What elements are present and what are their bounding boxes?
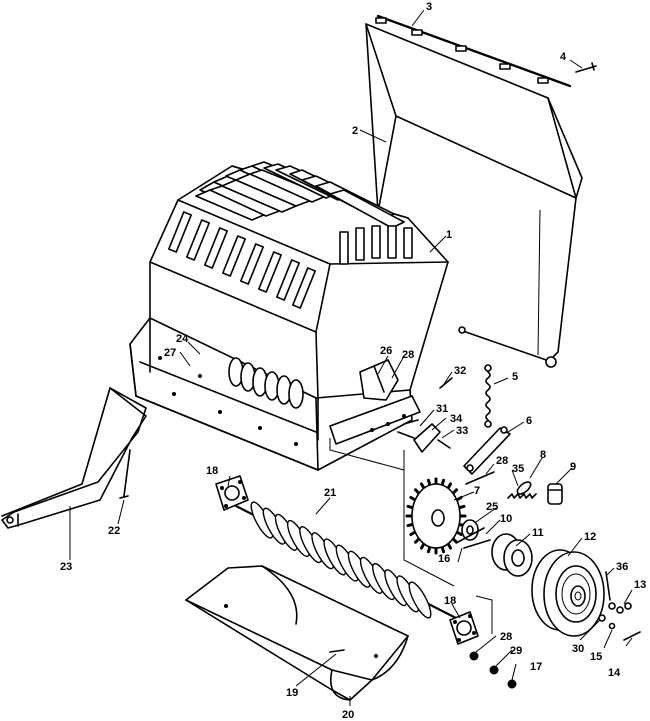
part-8-spring xyxy=(507,481,537,499)
callout-10: 10 xyxy=(500,513,512,525)
part-5-spring xyxy=(484,364,492,428)
callout-18-upper: 18 xyxy=(206,465,218,477)
callout-11: 11 xyxy=(532,527,544,539)
callout-12: 12 xyxy=(584,531,596,543)
part-12-wheel xyxy=(531,549,605,637)
callout-15: 15 xyxy=(590,651,602,663)
callout-28-bottom: 28 xyxy=(500,631,512,643)
callout-28-middle: 28 xyxy=(496,455,508,467)
callout-19: 19 xyxy=(286,687,298,699)
part-31-34-bracket xyxy=(397,419,451,453)
callout-33: 33 xyxy=(456,425,468,437)
callout-8: 8 xyxy=(540,449,546,461)
callout-21: 21 xyxy=(324,487,336,499)
callout-36: 36 xyxy=(616,561,628,573)
callout-22: 22 xyxy=(108,525,120,537)
callout-1: 1 xyxy=(446,229,452,241)
callout-27: 27 xyxy=(164,347,176,359)
callout-29: 29 xyxy=(510,645,522,657)
part-22-pin xyxy=(119,449,131,499)
part-28-link xyxy=(465,471,495,485)
part-32-bolt xyxy=(439,377,453,389)
callout-4: 4 xyxy=(560,51,567,63)
part-7-sprocket xyxy=(405,477,467,555)
callout-3: 3 xyxy=(426,1,432,13)
part-2-hopper-lid xyxy=(365,17,583,368)
part-18-bearing-flange-lower xyxy=(449,611,479,645)
part-25-hub xyxy=(461,519,479,541)
callout-26: 26 xyxy=(380,345,392,357)
callout-23: 23 xyxy=(60,561,72,573)
part-10-16-key xyxy=(457,527,491,549)
callout-16: 16 xyxy=(438,553,450,565)
callout-18-lower: 18 xyxy=(444,595,456,607)
part-4-pin xyxy=(575,62,597,73)
callout-30: 30 xyxy=(572,643,584,655)
part-1-housing xyxy=(149,161,449,399)
part-3-rod xyxy=(376,14,572,88)
part-26-deflector xyxy=(359,359,399,401)
part-28-29-17-nuts xyxy=(469,651,517,689)
part-11-bearing xyxy=(491,533,533,577)
part-23-tow-hitch xyxy=(1,387,147,529)
part-20-pan xyxy=(185,565,409,701)
part-6-lever xyxy=(463,426,511,475)
callout-32: 32 xyxy=(454,365,466,377)
assembly-reference-lines xyxy=(329,438,493,634)
callout-labels: 1 2 3 4 5 6 7 8 9 10 11 12 13 14 15 16 1… xyxy=(60,1,646,721)
callout-6: 6 xyxy=(526,415,532,427)
part-13-15-30-hardware xyxy=(598,571,641,641)
callout-35: 35 xyxy=(512,463,524,475)
callout-25: 25 xyxy=(486,501,498,513)
callout-20: 20 xyxy=(342,709,354,721)
part-21-brush-roll xyxy=(234,501,458,620)
callout-28-top: 28 xyxy=(402,349,414,361)
callout-34: 34 xyxy=(450,413,463,425)
callout-24: 24 xyxy=(176,333,189,345)
callout-31: 31 xyxy=(436,403,448,415)
callout-13: 13 xyxy=(634,579,646,591)
callout-5: 5 xyxy=(512,371,518,383)
callout-7: 7 xyxy=(474,485,480,497)
part-18-bearing-flange-upper xyxy=(215,475,249,511)
part-9-cap xyxy=(547,483,563,505)
callout-2: 2 xyxy=(352,125,358,137)
frame-front-plate xyxy=(129,317,421,471)
callout-9: 9 xyxy=(570,461,576,473)
part-19-bolt xyxy=(329,649,345,653)
callout-14: 14 xyxy=(608,667,621,679)
callout-17: 17 xyxy=(530,661,542,673)
leader-lines xyxy=(69,9,633,706)
